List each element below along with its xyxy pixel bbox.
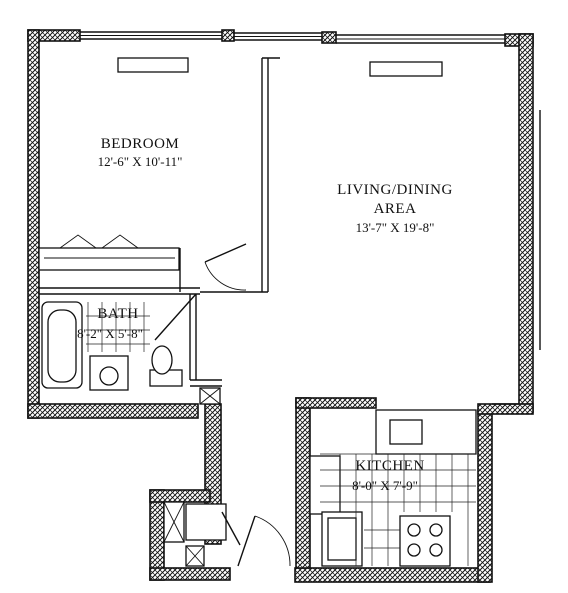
bedroom-dims: 12'-6" X 10'-11" xyxy=(98,154,183,169)
kitchen-name: KITCHEN xyxy=(355,458,424,474)
living-name-line1: LIVING/DINING xyxy=(337,182,453,198)
bath-dims: 8'-2" X 5'-8" xyxy=(77,326,143,341)
windows xyxy=(80,31,541,350)
living-name-line2: AREA xyxy=(374,201,417,217)
bath-name: BATH xyxy=(97,306,138,322)
living-dims: 13'-7" X 19'-8" xyxy=(356,220,435,235)
kitchen-fixtures xyxy=(309,409,477,567)
bedroom-name: BEDROOM xyxy=(101,136,180,152)
room-labels: BEDROOM 12'-6" X 10'-11" LIVING/DINING A… xyxy=(77,136,453,493)
exterior-walls xyxy=(27,29,534,583)
kitchen-dims: 8'-0" X 7'-9" xyxy=(352,478,418,493)
interior-walls xyxy=(38,57,519,567)
bath-fixtures xyxy=(41,301,183,391)
